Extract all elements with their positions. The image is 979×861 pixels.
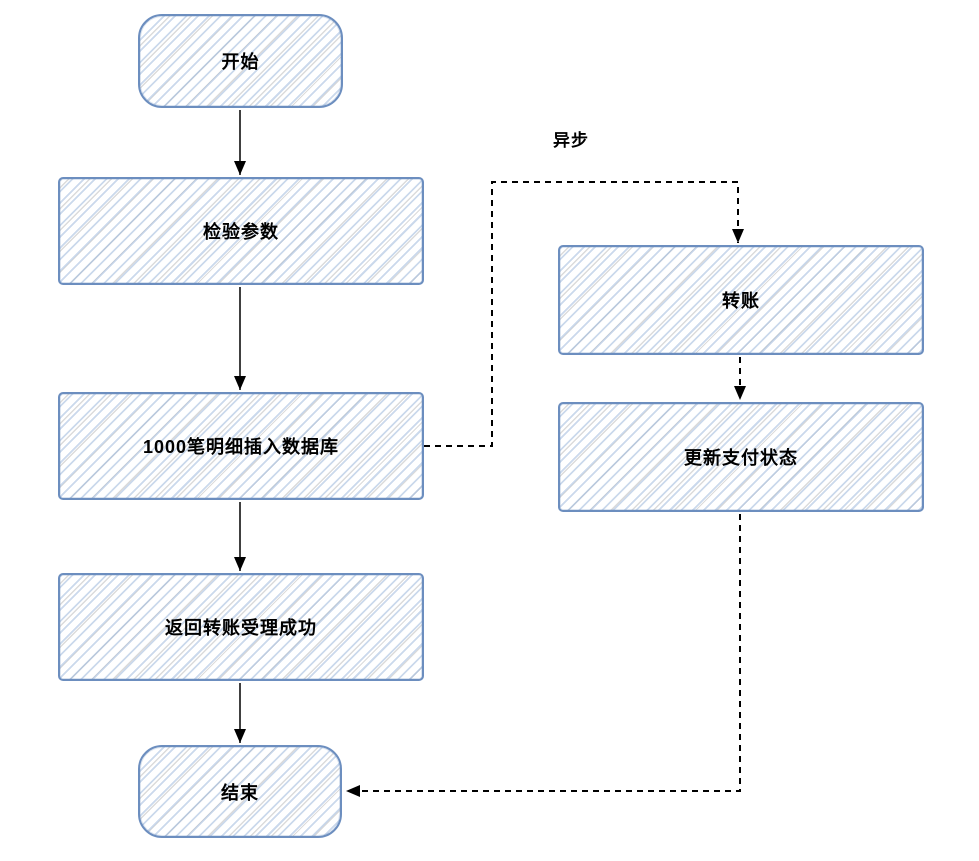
node-return-success: 返回转账受理成功 bbox=[58, 573, 430, 688]
node-check-params: 检验参数 bbox=[58, 177, 430, 292]
node-label: 转账 bbox=[722, 291, 760, 311]
node-label: 返回转账受理成功 bbox=[165, 618, 317, 638]
edge-label-async: 异步 bbox=[553, 131, 589, 150]
node-label: 1000笔明细插入数据库 bbox=[142, 437, 340, 457]
node-start: 开始 bbox=[138, 14, 349, 115]
node-label: 更新支付状态 bbox=[684, 448, 798, 468]
node-label: 开始 bbox=[221, 52, 260, 72]
node-end: 结束 bbox=[138, 745, 348, 845]
node-label: 结束 bbox=[221, 782, 259, 803]
node-insert-details: 1000笔明细插入数据库 bbox=[58, 392, 430, 507]
node-update-status: 更新支付状态 bbox=[558, 402, 930, 519]
node-label: 检验参数 bbox=[203, 222, 279, 242]
node-transfer: 转账 bbox=[558, 245, 930, 362]
